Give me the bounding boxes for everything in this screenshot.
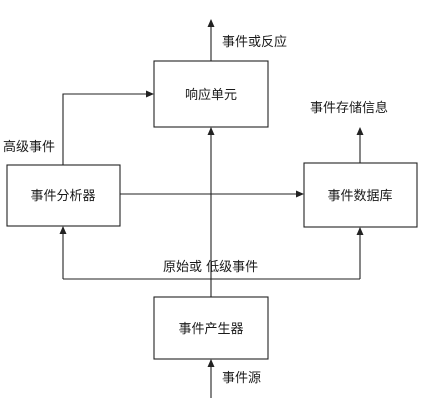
- event-database-label: 事件数据库: [327, 188, 392, 204]
- raw-low-level-events-label: 原始或 低级事件: [163, 260, 258, 275]
- event-generator-box: [153, 296, 269, 360]
- event-storage-info-label: 事件存储信息: [310, 100, 388, 116]
- high-level-events-label: 高级事件: [3, 139, 55, 155]
- response-unit-label: 响应单元: [185, 87, 237, 103]
- event-source-label: 事件源: [222, 371, 261, 386]
- event-or-response-label: 事件或反应: [222, 34, 287, 50]
- event-analyzer-box: [6, 164, 121, 227]
- event-analyzer-label: 事件分析器: [30, 189, 95, 204]
- response-unit-box: [153, 60, 269, 128]
- event-generator-label: 事件产生器: [178, 322, 243, 337]
- high-level-events-arrow: [62, 90, 154, 165]
